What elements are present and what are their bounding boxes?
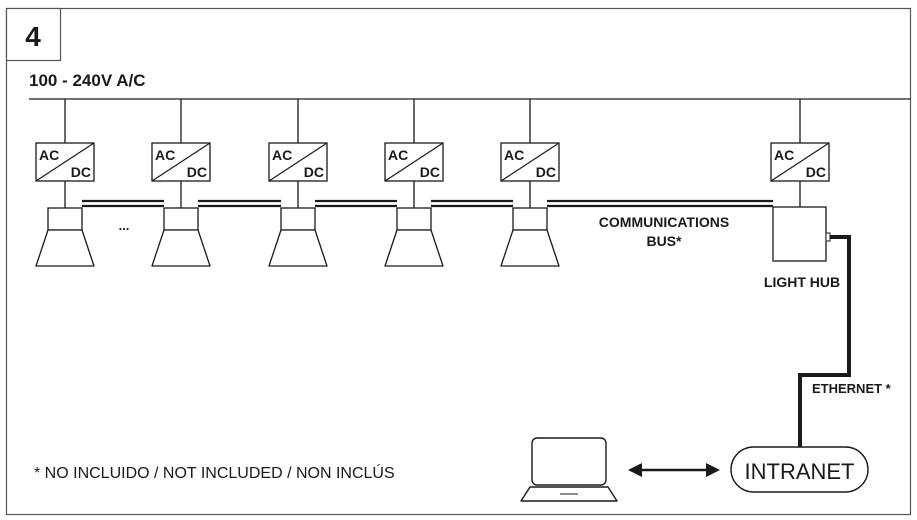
ac-dc-converter-icon: AC DC — [268, 99, 328, 208]
fixture-units: AC DC AC DC AC DC AC DC AC DC AC DC — [35, 99, 830, 267]
bus-label-line2: BUS* — [646, 233, 682, 249]
light-hub-icon — [772, 206, 831, 262]
ac-dc-converter-icon: AC DC — [770, 99, 830, 207]
converter-ac-label: AC — [155, 147, 175, 163]
converter-dc-label: DC — [536, 164, 556, 180]
ac-dc-converter-icon: AC DC — [384, 99, 444, 208]
spotlight-icon — [35, 207, 95, 267]
ethernet-cable — [798, 235, 851, 448]
converter-ac-label: AC — [272, 147, 292, 163]
communications-bus — [82, 199, 773, 208]
converter-dc-label: DC — [71, 164, 91, 180]
intranet-shape — [730, 446, 869, 493]
laptop-icon — [520, 437, 618, 502]
ellipsis-label: ... — [119, 218, 130, 233]
converter-ac-label: AC — [774, 147, 794, 163]
spotlight-icon — [384, 207, 444, 267]
supply-label: 100 - 240V A/C — [29, 71, 146, 90]
converter-ac-label: AC — [39, 147, 59, 163]
double-arrow-icon — [628, 463, 720, 477]
ethernet-label: ETHERNET * — [812, 381, 892, 396]
converter-dc-label: DC — [420, 164, 440, 180]
figure-number: 4 — [25, 21, 41, 52]
figure-frame — [5, 7, 912, 516]
converter-dc-label: DC — [304, 164, 324, 180]
ac-dc-converter-icon: AC DC — [500, 99, 560, 208]
converter-dc-label: DC — [806, 164, 826, 180]
ac-dc-converter-icon: AC DC — [151, 99, 211, 208]
light-hub-label: LIGHT HUB — [764, 274, 840, 290]
spotlight-icon — [268, 207, 328, 267]
converter-ac-label: AC — [388, 147, 408, 163]
footnote: * NO INCLUIDO / NOT INCLUDED / NON INCLÚ… — [34, 463, 395, 482]
spotlight-icon — [500, 207, 560, 267]
figure-number-box — [5, 7, 62, 62]
intranet-label: INTRANET — [745, 459, 855, 484]
spotlight-icon — [151, 207, 211, 267]
converter-ac-label: AC — [504, 147, 524, 163]
converter-dc-label: DC — [187, 164, 207, 180]
ac-dc-converter-icon: AC DC — [35, 99, 95, 208]
bus-label-line1: COMMUNICATIONS — [599, 214, 729, 230]
